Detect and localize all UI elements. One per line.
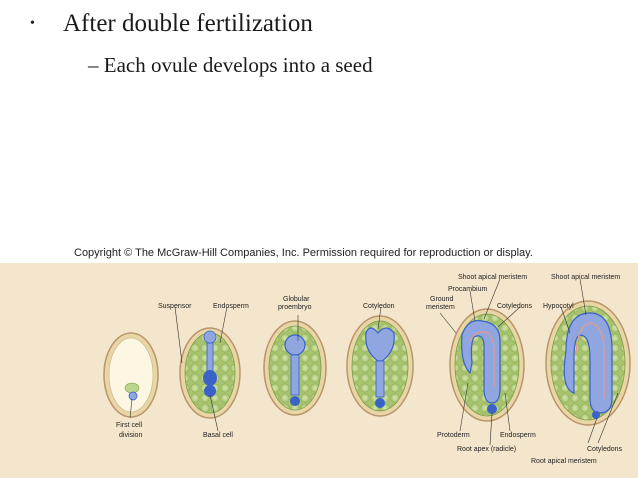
label-basal-cell: Basal cell <box>203 432 233 439</box>
label-protoderm: Protoderm <box>437 432 470 439</box>
label-first-cell-line1: First cell <box>116 422 143 429</box>
seed-stage-2 <box>179 327 241 419</box>
label-first-cell-line2: division <box>119 432 142 439</box>
seed-stage-4 <box>346 315 414 417</box>
label-hypocotyl: Hypocotyl <box>543 303 574 310</box>
label-ground-line2: meristem <box>426 304 455 311</box>
label-cotyledons-bottom: Cotyledons <box>587 446 623 453</box>
label-root-apical-meristem: Root apical meristem <box>531 458 597 465</box>
seed-stage-6 <box>545 300 631 426</box>
bullet-marker: • <box>30 16 35 31</box>
seed-stage-3 <box>263 320 327 416</box>
sub-bullet-text: – Each ovule develops into a seed <box>88 53 373 77</box>
seed-stage-5 <box>449 308 525 422</box>
label-cotyledons-top: Cotyledons <box>497 303 533 310</box>
label-leader-lines <box>129 278 619 446</box>
label-suspensor: Suspensor <box>158 303 192 310</box>
copyright-notice: Copyright © The McGraw-Hill Companies, I… <box>74 247 533 259</box>
label-ground-line1: Ground <box>430 296 453 303</box>
bullet-text: After double fertilization <box>63 10 313 37</box>
label-cotyledon: Cotyledon <box>363 303 395 310</box>
seed-stage-1 <box>103 332 159 418</box>
label-globular-line2: proembryo <box>278 304 312 311</box>
label-globular-line1: Globular <box>283 296 310 303</box>
label-shoot-apical-meristem-2: Shoot apical meristem <box>551 274 620 281</box>
seed-development-diagram: Shoot apical meristem Shoot apical meris… <box>0 263 638 478</box>
label-shoot-apical-meristem-1: Shoot apical meristem <box>458 274 527 281</box>
label-endosperm-top: Endosperm <box>213 303 249 310</box>
label-root-apex: Root apex (radicle) <box>457 446 516 453</box>
label-procambium: Procambium <box>448 286 487 293</box>
label-endosperm-bottom: Endosperm <box>500 432 536 439</box>
